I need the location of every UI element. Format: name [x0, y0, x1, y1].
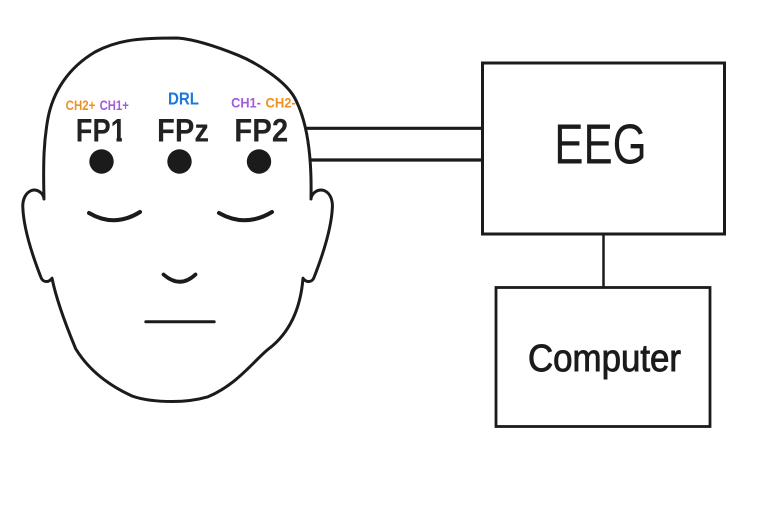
svg-text:CH2-: CH2- — [265, 95, 296, 111]
svg-text:EEG: EEG — [554, 113, 647, 177]
svg-text:Computer: Computer — [528, 338, 681, 380]
svg-text:FP1: FP1 — [76, 113, 126, 149]
svg-text:CH1+: CH1+ — [100, 97, 129, 113]
svg-text:CH1-: CH1- — [231, 95, 261, 111]
svg-text:CH2+: CH2+ — [66, 97, 96, 113]
svg-text:FPz: FPz — [157, 113, 209, 149]
svg-text:FP2: FP2 — [234, 113, 288, 149]
svg-text:DRL: DRL — [168, 89, 199, 109]
